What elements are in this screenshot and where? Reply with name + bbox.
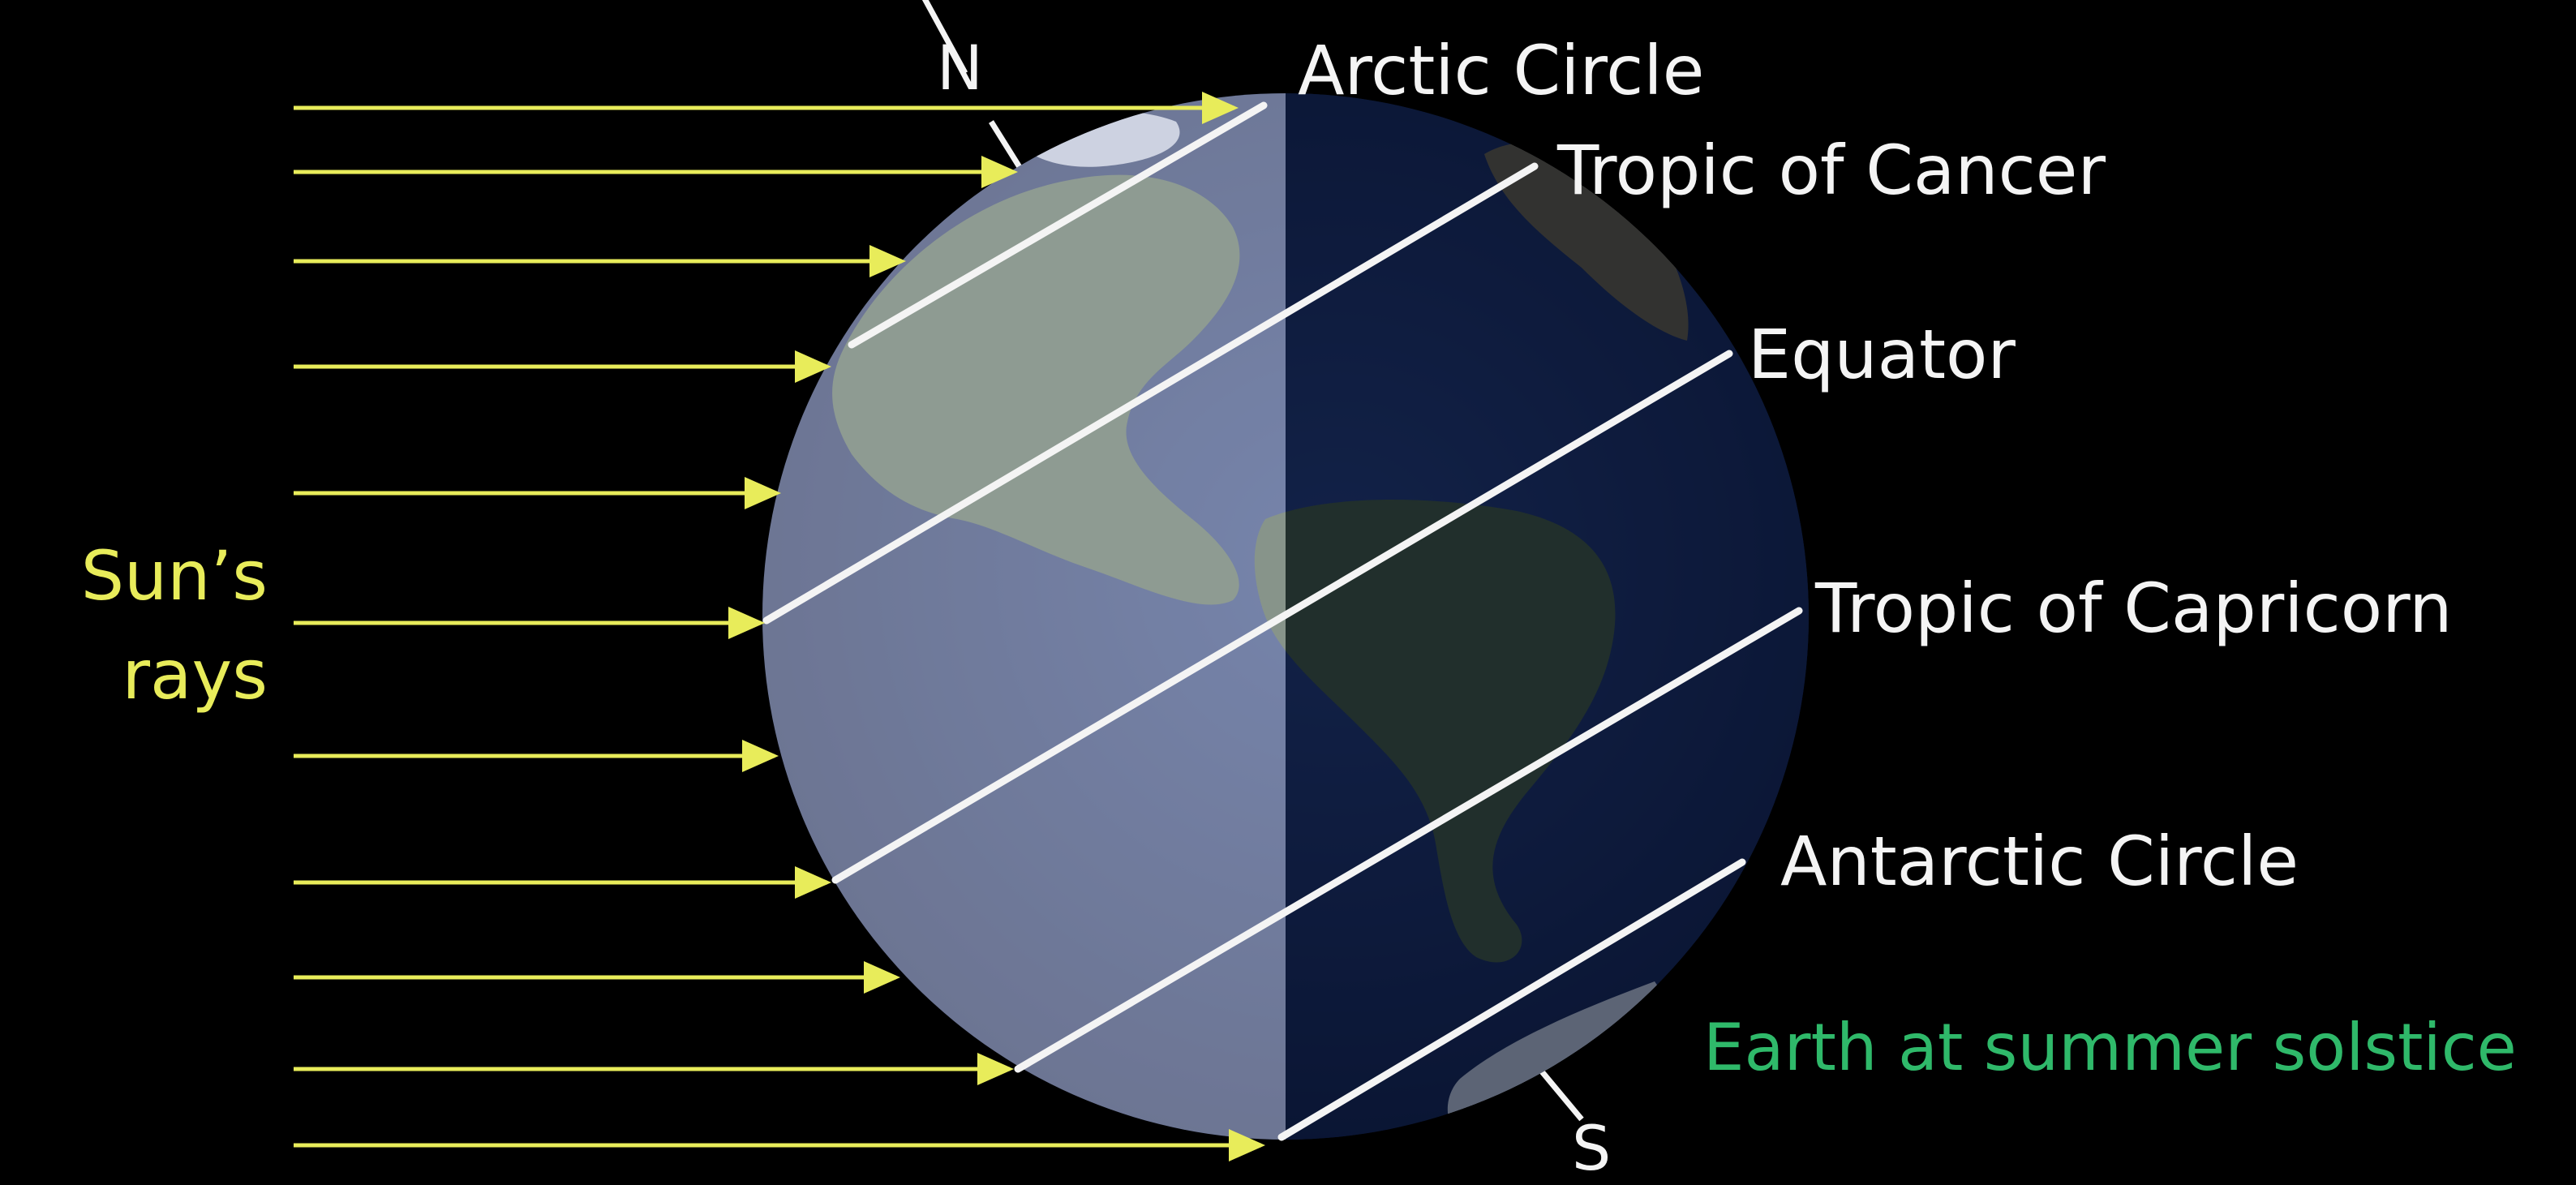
diagram-caption: Earth at summer solstice (1703, 1010, 2517, 1085)
tropic-of-cancer-label: Tropic of Cancer (1557, 131, 2106, 210)
south-pole-label: S (1572, 1112, 1612, 1184)
equator-label: Equator (1748, 315, 2016, 394)
latitude-lines (762, 101, 1803, 1141)
arctic-circle-line (848, 101, 1268, 349)
sun-rays-label-line2: rays (122, 634, 268, 715)
sun-rays-label-line1: Sun’s (80, 536, 268, 616)
earth-axis-north (989, 120, 1026, 175)
sun-rays (294, 92, 1265, 1161)
arctic-circle-label: Arctic Circle (1298, 31, 1705, 110)
earth-axis-south (1539, 1068, 1584, 1122)
north-pole-label: N (937, 32, 983, 104)
equator-line (831, 350, 1733, 884)
earth-axis (921, 0, 968, 75)
tropic-of-capricorn-line (1014, 607, 1803, 1073)
tropic-of-cancer-line (762, 162, 1539, 625)
antarctic-circle-label: Antarctic Circle (1780, 822, 2299, 901)
antarctic-circle-line (1277, 858, 1746, 1141)
sun-rays-label: Sun’s rays (57, 527, 268, 725)
tropic-of-capricorn-label: Tropic of Capricorn (1815, 569, 2453, 648)
